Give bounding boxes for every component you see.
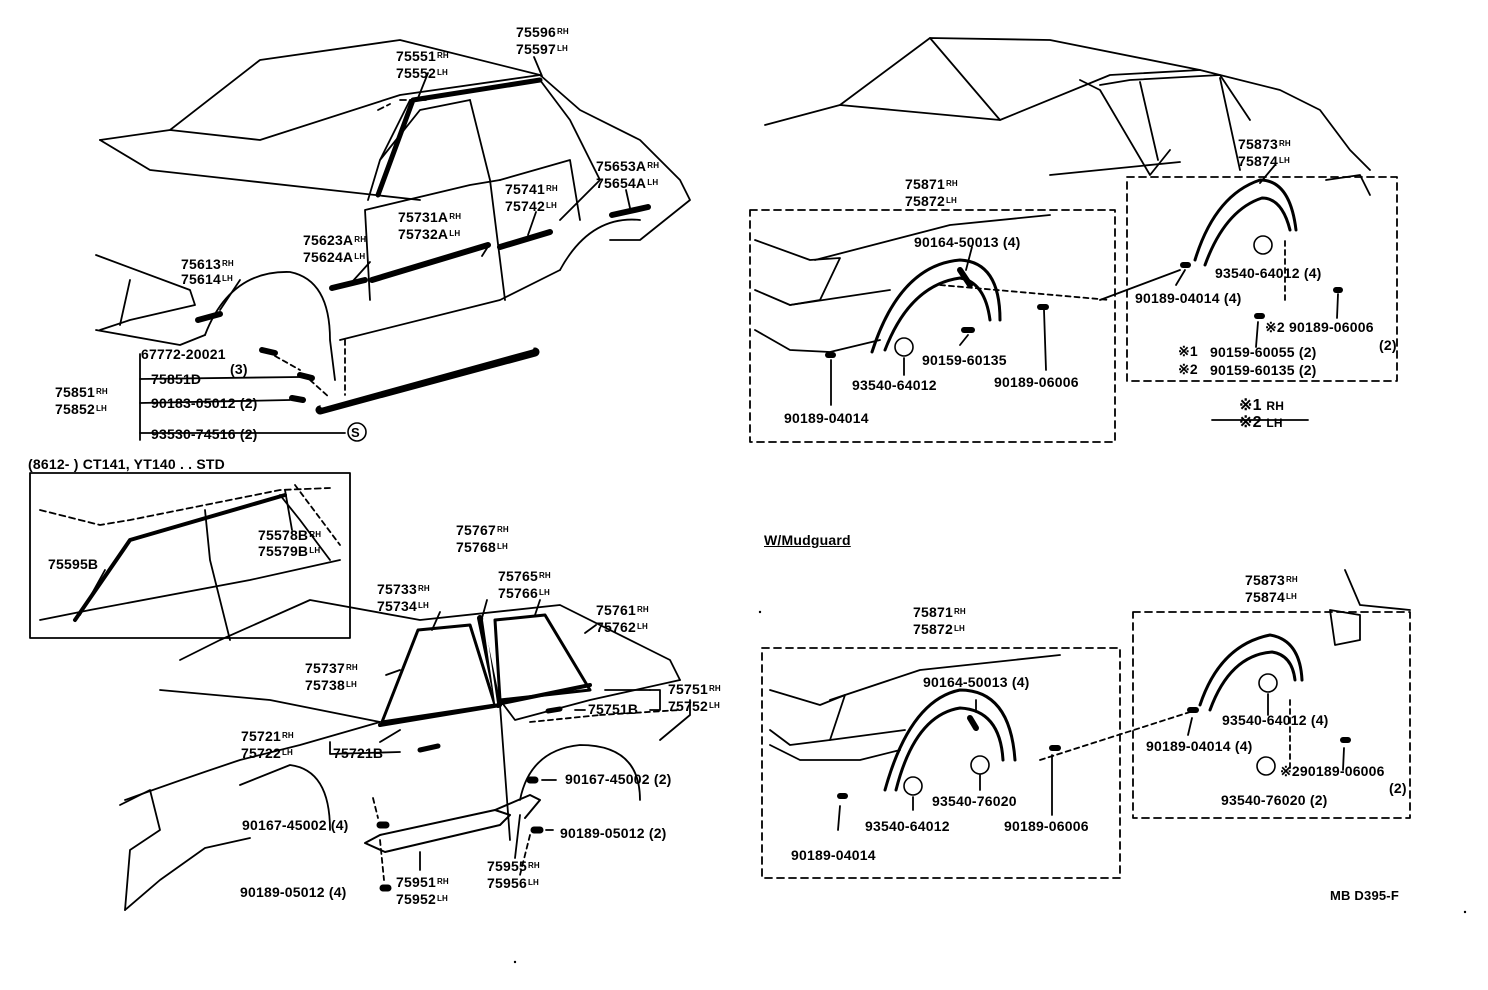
label-93540-64012-rear: 93540-64012 (4) — [1222, 712, 1329, 728]
label-75721: 75721RH — [241, 728, 294, 744]
label-67772-20021: 67772-20021 — [141, 346, 226, 362]
label-90189-06006-top: ※2 90189-06006 — [1265, 319, 1374, 335]
s-mark: S — [351, 425, 360, 440]
top-left-car — [95, 39, 691, 442]
label-93540-64012-front-mud: 93540-64012 — [865, 818, 950, 834]
label-75738: 75738LH — [305, 677, 358, 693]
label-75872-top: 75872LH — [905, 193, 958, 209]
label-75851: 75851RH — [55, 384, 108, 400]
bottom-left-car — [119, 599, 691, 911]
label-90189-04014-rear: 90189-04014 (4) — [1146, 738, 1253, 754]
mark-2: ※2 — [1178, 361, 1198, 377]
label-90159-60135-rear: 90159-60135 (2) — [1210, 362, 1317, 378]
label-75872-bottom: 75872LH — [913, 621, 966, 637]
top-right-car — [749, 37, 1398, 443]
bottom-right-mudguard — [761, 569, 1411, 879]
label-75871-bottom: 75871RH — [913, 604, 966, 620]
label-75624A: 75624ALH — [303, 249, 366, 265]
label-90159-60135: 90159-60135 — [922, 352, 1007, 368]
label-90189-05012-right: 90189-05012 (2) — [560, 825, 667, 841]
label-75596: 75596RH — [516, 24, 569, 40]
qty-3: (3) — [230, 361, 248, 377]
label-93540-64012-top: 93540-64012 (4) — [1215, 265, 1322, 281]
label-90189-06006-front: 90189-06006 — [994, 374, 1079, 390]
label-90183-05012: 90183-05012 (2) — [151, 395, 258, 411]
label-90167-45002-right: 90167-45002 (2) — [565, 771, 672, 787]
label-75654A: 75654ALH — [596, 175, 659, 191]
label-75765: 75765RH — [498, 568, 551, 584]
label-75956: 75956LH — [487, 875, 540, 891]
label-75952: 75952LH — [396, 891, 449, 907]
label-75733: 75733RH — [377, 581, 430, 597]
label-75742: 75742LH — [505, 198, 558, 214]
label-75762: 75762LH — [596, 619, 649, 635]
label-75768: 75768LH — [456, 539, 509, 555]
mark-1: ※1 — [1178, 343, 1198, 359]
label-90189-06006-front-mud: 90189-06006 — [1004, 818, 1089, 834]
label-90189-04014-front: 90189-04014 — [784, 410, 869, 426]
label-75579B: 75579BLH — [258, 543, 321, 559]
label-75722: 75722LH — [241, 745, 294, 761]
label-75721B: 75721B — [333, 745, 384, 761]
label-93540-76020: 93540-76020 — [932, 793, 1017, 809]
label-75951: 75951RH — [396, 874, 449, 890]
label-90164-50013-bottom: 90164-50013 (4) — [923, 674, 1030, 690]
label-75623A: 75623ARH — [303, 232, 367, 248]
label-75614: 75614LH — [181, 271, 234, 287]
label-75552: 75552LH — [396, 65, 449, 81]
label-75731A: 75731ARH — [398, 209, 462, 225]
label-93540-76020-rear: 93540-76020 (2) — [1221, 792, 1328, 808]
legend-rh: ※1 RH — [1239, 397, 1285, 414]
label-75734: 75734LH — [377, 598, 430, 614]
label-75578B: 75578BRH — [258, 527, 322, 543]
label-75751B: 75751B — [588, 701, 639, 717]
label-75732A: 75732ALH — [398, 226, 461, 242]
inset-diagram — [29, 472, 351, 641]
label-75551: 75551RH — [396, 48, 449, 64]
label-75873-top: 75873RH — [1238, 136, 1291, 152]
label-75955: 75955RH — [487, 858, 540, 874]
qty-2-06006: (2) — [1379, 337, 1397, 353]
label-75874-bottom: 75874LH — [1245, 589, 1298, 605]
label-90189-06006-rear: ※290189-06006 — [1280, 763, 1385, 779]
label-75595B: 75595B — [48, 556, 99, 572]
label-75873-bottom: 75873RH — [1245, 572, 1298, 588]
label-93530-74516: 93530-74516 (2) — [151, 426, 258, 442]
label-75766: 75766LH — [498, 585, 551, 601]
scan-dots — [513, 610, 1467, 964]
label-90189-04014-top: 90189-04014 (4) — [1135, 290, 1242, 306]
label-75597: 75597LH — [516, 41, 569, 57]
label-75741: 75741RH — [505, 181, 558, 197]
label-75851D: 75851D — [151, 371, 202, 387]
label-90189-04014-front-mud: 90189-04014 — [791, 847, 876, 863]
label-75613: 75613RH — [181, 256, 234, 272]
label-75852: 75852LH — [55, 401, 108, 417]
label-93540-64012-front: 93540-64012 — [852, 377, 937, 393]
label-75737: 75737RH — [305, 660, 358, 676]
qty-2-rear: (2) — [1389, 780, 1407, 796]
label-75874-top: 75874LH — [1238, 153, 1291, 169]
mudguard-heading: W/Mudguard — [764, 532, 851, 548]
label-90167-45002-left: 90167-45002 (4) — [242, 817, 349, 833]
variant-note: (8612- ) CT141, YT140 . . STD — [28, 456, 225, 472]
label-75653A: 75653ARH — [596, 158, 660, 174]
label-75751: 75751RH — [668, 681, 721, 697]
legend-lh: ※2 LH — [1239, 414, 1283, 431]
label-90164-50013-top: 90164-50013 (4) — [914, 234, 1021, 250]
label-90189-05012-left: 90189-05012 (4) — [240, 884, 347, 900]
figure-code: MB D395-F — [1330, 888, 1399, 903]
label-90159-60055: 90159-60055 (2) — [1210, 344, 1317, 360]
label-75752: 75752LH — [668, 698, 721, 714]
label-75871-top: 75871RH — [905, 176, 958, 192]
label-75761: 75761RH — [596, 602, 649, 618]
label-75767: 75767RH — [456, 522, 509, 538]
